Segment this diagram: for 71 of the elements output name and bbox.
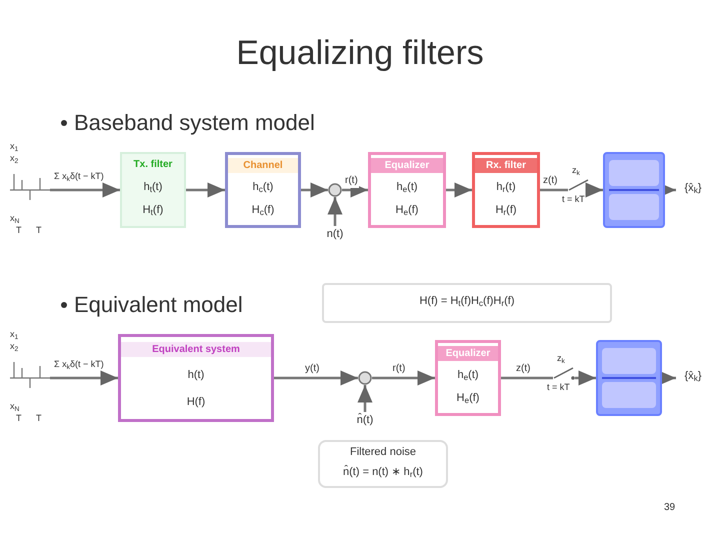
sample-label: t = kT xyxy=(547,381,570,394)
signal-label: x$_{2}$ xyxy=(10,152,18,166)
filter-block xyxy=(318,440,448,488)
block-title: Channel xyxy=(228,158,298,173)
arrow xyxy=(274,370,358,386)
arrow xyxy=(372,370,435,386)
signal-label: Σ x$_{k}$δ(t − kT) xyxy=(54,170,104,184)
signal-label: Σ x$_{k}$δ(t − kT) xyxy=(54,358,104,372)
sample-label: z$_{k}$ xyxy=(572,164,580,178)
arrow xyxy=(328,197,342,226)
edge-label: z(t) xyxy=(515,361,532,376)
block-text: H(f) = H$_{t}$(f)H$_{c}$(f)H$_{r}$(f) xyxy=(419,294,515,310)
filter-block xyxy=(225,152,301,228)
block-text: H$_{r}$(f) xyxy=(495,202,517,218)
sampler-switch xyxy=(553,366,575,380)
block-text: H$_{e}$(f) xyxy=(456,390,480,406)
block-text: h$_{e}$(t) xyxy=(457,368,479,384)
signal-label: x$_{1}$ xyxy=(10,140,18,154)
detector-block xyxy=(596,340,662,416)
signal-label: T xyxy=(36,224,42,237)
block-text: n̂(t) = n(t) ∗ h$_{r}$(t) xyxy=(343,464,423,480)
sample-label: t = kT xyxy=(562,193,585,206)
block-title: Equalizer xyxy=(371,158,443,173)
signal-label: x$_{2}$ xyxy=(10,340,18,354)
bullet-heading: Equivalent model xyxy=(74,291,243,319)
block-text: h$_{r}$(t) xyxy=(496,180,516,196)
block-title: Tx. filter xyxy=(132,158,174,172)
block-text: h(t) xyxy=(188,368,204,383)
filter-block xyxy=(120,152,186,228)
filter-block xyxy=(435,340,501,416)
block-title: Equivalent system xyxy=(121,342,271,357)
page-number: 39 xyxy=(664,501,676,515)
filter-block xyxy=(118,334,274,422)
arrow xyxy=(50,182,120,198)
arrow xyxy=(50,370,118,386)
filter-block xyxy=(472,152,540,228)
detector-block xyxy=(603,152,665,228)
block-text: h$_{t}$(t) xyxy=(144,180,162,196)
signal-label: T xyxy=(16,412,22,425)
edge-label: r(t) xyxy=(344,173,359,188)
arrow xyxy=(186,182,225,198)
block-title: Rx. filter xyxy=(475,158,537,173)
sampler-switch xyxy=(568,178,590,192)
arrow xyxy=(575,370,596,386)
edge-label: z(t) xyxy=(542,173,558,188)
block-text: H(f) xyxy=(186,394,206,410)
adder-circle xyxy=(328,183,342,197)
edge-label: r(t) xyxy=(392,361,406,376)
signal-label: T xyxy=(36,412,42,425)
arrow xyxy=(446,182,472,198)
filter-block xyxy=(368,152,446,228)
block-title: Equalizer xyxy=(438,346,498,361)
arrow xyxy=(586,182,603,198)
signal-label: T xyxy=(16,224,22,237)
arrow xyxy=(301,182,328,198)
arrow xyxy=(358,385,372,412)
block-text: h$_{e}$(t) xyxy=(396,180,418,196)
edge-label: y(t) xyxy=(304,361,320,376)
block-text: Filtered noise xyxy=(350,444,416,460)
signal-label: x$_{1}$ xyxy=(10,328,18,342)
bullet-heading: Baseband system model xyxy=(74,109,315,137)
adder-circle xyxy=(358,371,372,385)
block-text: H$_{t}$(f) xyxy=(142,203,164,219)
signal-label: x$_{N}$ xyxy=(10,400,20,414)
block-text: H$_{c}$(f) xyxy=(252,202,274,218)
block-text: h$_{c}$(t) xyxy=(252,180,274,196)
filter-block xyxy=(322,283,612,323)
slide-title: Equalizing filters xyxy=(235,33,485,74)
sample-label: z$_{k}$ xyxy=(557,352,565,366)
signal-label: x$_{N}$ xyxy=(10,212,20,226)
block-text: H$_{e}$(f) xyxy=(396,202,418,218)
